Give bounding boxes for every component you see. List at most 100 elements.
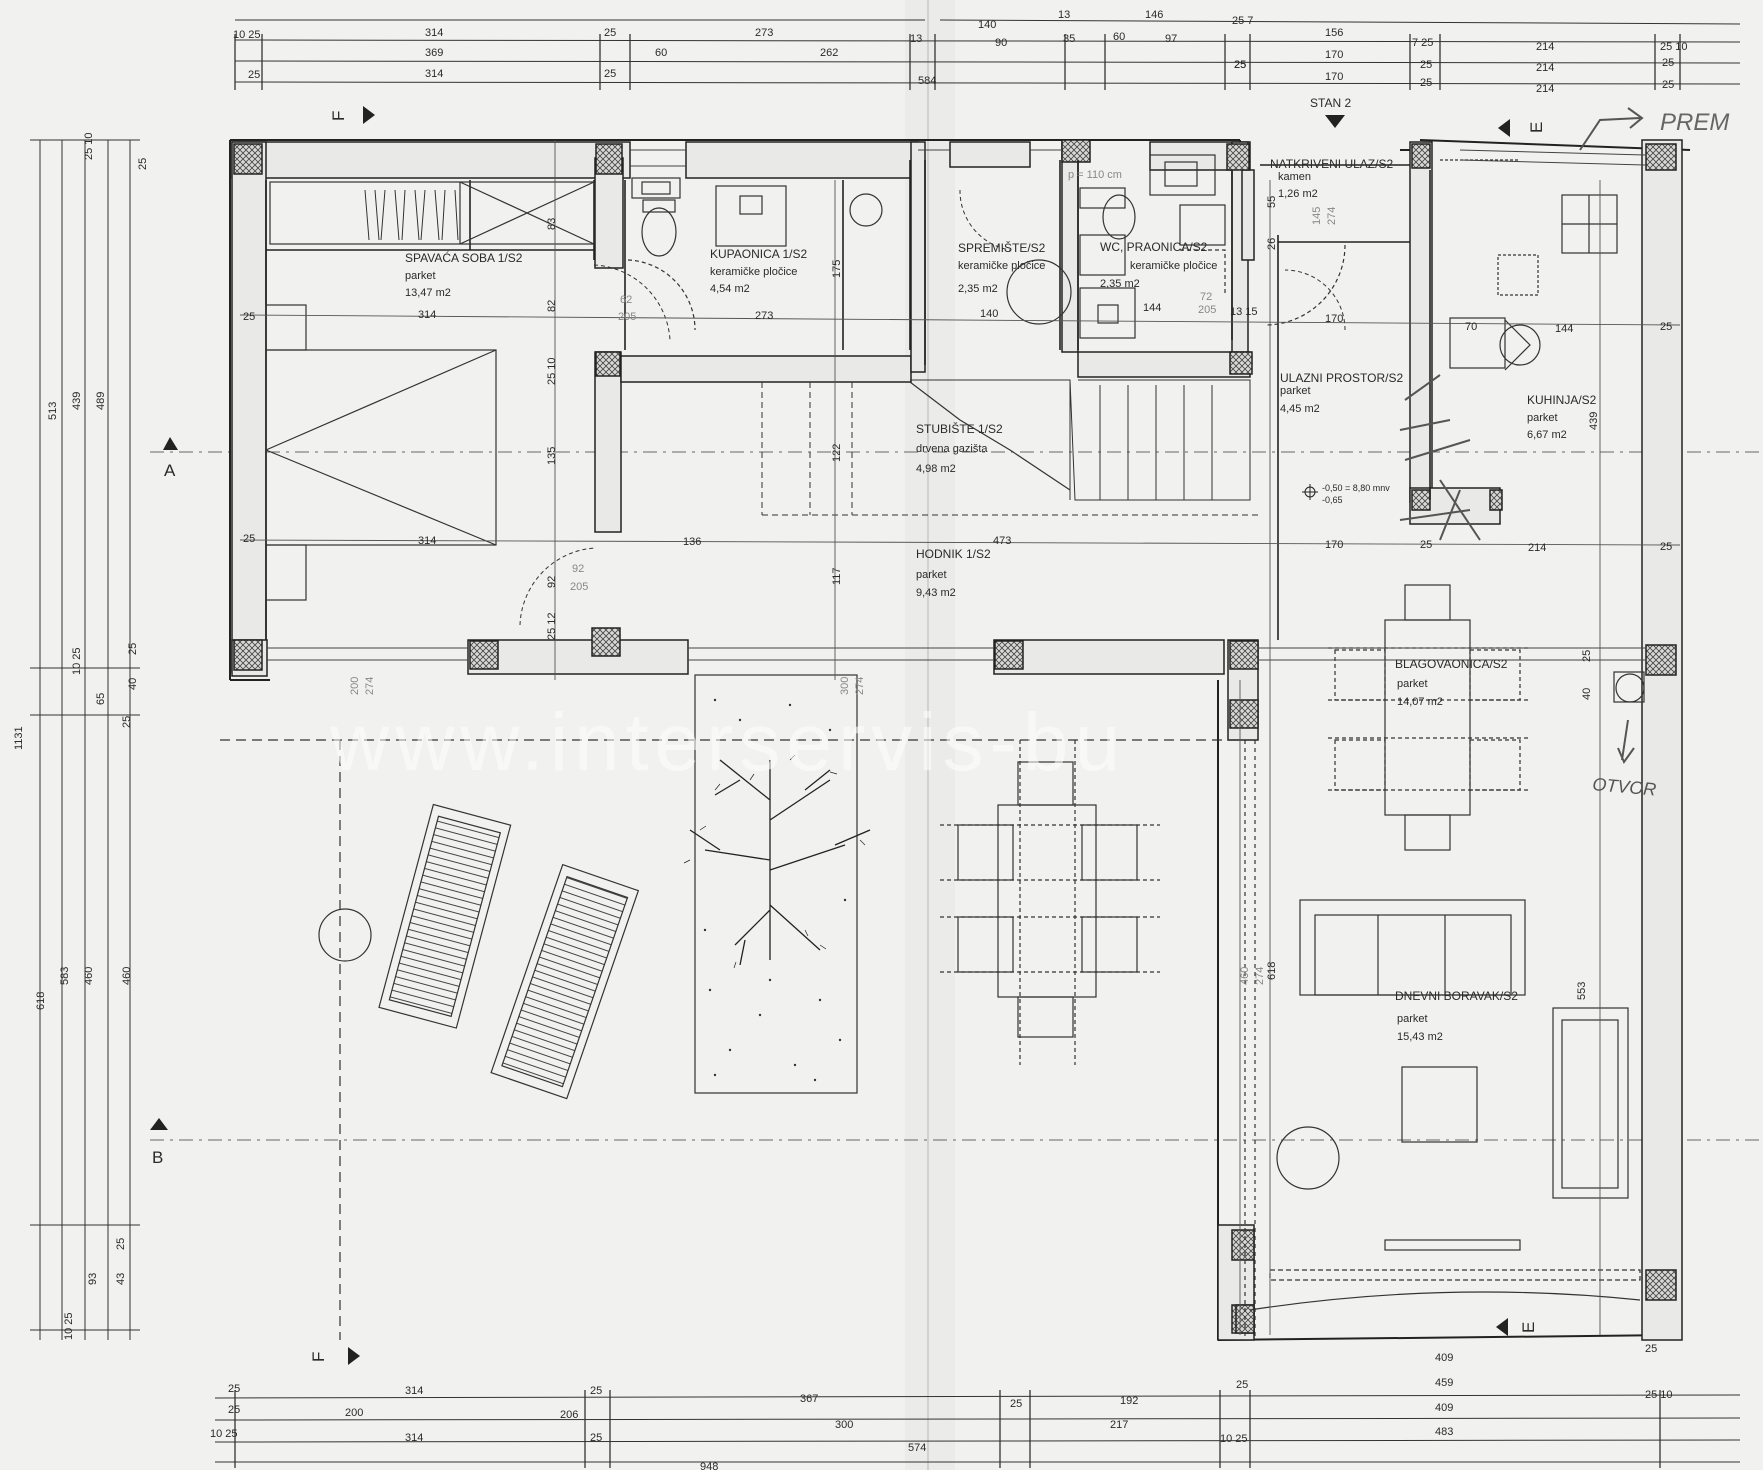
room-name: SPAVAĆA SOBA 1/S2 <box>405 250 523 265</box>
dim-inner-42: 439 <box>1588 412 1600 430</box>
room-floor: parket <box>1527 412 1558 424</box>
gravel-dots <box>703 698 847 1082</box>
dim-inner-27: 26 <box>1266 238 1278 250</box>
dim-inner-47: 25 <box>1660 541 1672 553</box>
dim-left-2: 618 <box>35 992 47 1010</box>
dim-inner-23: 72 <box>1200 291 1212 303</box>
dim-top-2-3: 90 <box>995 37 1007 49</box>
dim-inner-31: 205 <box>570 581 588 593</box>
room-floor: parket <box>1397 1013 1428 1025</box>
dim-bot-3-0: 10 25 <box>210 1428 238 1440</box>
room-floor: kamen <box>1278 171 1311 183</box>
room-name: DNEVNI BORAVAK/S2 <box>1395 989 1518 1003</box>
level-note-1: -0,50 = 8,80 mnv <box>1322 483 1390 493</box>
section-markers: A B F F E E STAN 2 <box>150 96 1760 1365</box>
dim-inner-9: 117 <box>831 567 843 585</box>
room-floor: keramičke pločice <box>710 266 797 278</box>
dim-bot-1-0: 25 <box>228 1383 240 1395</box>
room-living: DNEVNI BORAVAK/S2 parket 15,43 m2 <box>1395 989 1518 1043</box>
dim-top-1-10: 7 25 <box>1412 37 1433 49</box>
dim-top-1-3: 273 <box>755 27 773 39</box>
room-name: KUPAONICA 1/S2 <box>710 247 807 261</box>
section-f-label-top: F <box>329 111 348 121</box>
dim-inner-12: 273 <box>755 310 773 322</box>
dim-inner-38: 618 <box>1266 962 1278 980</box>
dim-bot-3-1: 314 <box>405 1432 423 1444</box>
inner-dimension-lines <box>239 140 1681 1335</box>
room-area: 4,98 m2 <box>916 463 956 475</box>
room-area: 4,54 m2 <box>710 283 750 295</box>
room-floor: parket <box>1397 678 1428 690</box>
room-floor: parket <box>1280 385 1311 397</box>
section-a-label: A <box>164 461 176 480</box>
dining-set <box>1328 584 1528 851</box>
dim-top-3-5: 170 <box>1325 71 1343 83</box>
dim-left-18: 460 <box>121 967 133 985</box>
dim-left-7: 25 10 <box>83 132 95 160</box>
dim-left-17: 10 25 <box>63 1312 75 1340</box>
level-note-2: -0,65 <box>1322 495 1343 505</box>
room-name: SPREMIŠTE/S2 <box>958 240 1046 255</box>
left-dimension-labels: 1131 513 618 439 489 583 460 25 10 25 10… <box>13 132 149 1340</box>
room-name: STUBIŠTE 1/S2 <box>916 421 1003 436</box>
dim-left-4: 489 <box>95 392 107 410</box>
dim-top-2-1: 60 <box>655 47 667 59</box>
outdoor-elements <box>220 674 1256 1340</box>
dim-top-2-8: 170 <box>1325 49 1343 61</box>
dim-inner-44: 25 <box>1420 539 1432 551</box>
dim-bot-3-5: 409 <box>1435 1402 1453 1414</box>
dim-bot-4-0: 483 <box>1435 1426 1453 1438</box>
dim-inner-39: 553 <box>1576 982 1588 1000</box>
dim-inner-26: 55 <box>1266 196 1278 208</box>
dim-inner-10: 25 <box>243 533 255 545</box>
dim-inner-33: 274 <box>364 677 376 695</box>
wardrobe <box>269 181 595 245</box>
dim-left-14: 93 <box>87 1273 99 1285</box>
dim-left-9: 10 25 <box>71 647 83 675</box>
dim-inner-36: 460 <box>1239 967 1251 985</box>
top-dimension-labels: 10 25 314 25 273 13 140 13 146 25 7 156 … <box>233 9 1688 95</box>
room-name: WC, PRAONICA/S2 <box>1100 240 1208 254</box>
left-dimensions <box>30 139 140 1340</box>
dim-bot-2-5: 459 <box>1435 1377 1453 1389</box>
room-entrance-hall: ULAZNI PROSTOR/S2 parket 4,45 m2 <box>1280 371 1403 415</box>
dim-inner-24: 205 <box>1198 304 1216 316</box>
dim-inner-22: 144 <box>1143 302 1161 314</box>
dim-top-2-2: 262 <box>820 47 838 59</box>
inner-dimension-labels: 25 83 82 25 10 135 92 25 12 175 122 117 … <box>243 196 1672 1000</box>
door-swings <box>519 189 1346 626</box>
dim-top-1-7: 146 <box>1145 9 1163 21</box>
dim-left-12: 40 <box>127 678 139 690</box>
hatched-columns <box>233 139 1677 1334</box>
bed <box>265 304 497 601</box>
dim-inner-25: 13 15 <box>1230 306 1258 318</box>
room-name: ULAZNI PROSTOR/S2 <box>1280 371 1403 385</box>
room-labels: SPAVAĆA SOBA 1/S2 parket 13,47 m2 KUPAON… <box>405 157 1597 1043</box>
dim-bot-1-8: 25 <box>1645 1343 1657 1355</box>
handwritten-otvor: OTVOR <box>1592 774 1658 800</box>
dim-top-1-11: 214 <box>1536 41 1554 53</box>
handwritten-prem: PREM <box>1660 109 1729 136</box>
dim-inner-1: 83 <box>546 218 558 230</box>
dim-top-1-0: 10 25 <box>233 29 261 41</box>
dim-inner-4: 135 <box>546 447 558 465</box>
dim-inner-37: 274 <box>1254 967 1266 985</box>
level-marker: -0,50 = 8,80 mnv -0,65 <box>1302 483 1390 505</box>
dim-inner-8: 122 <box>831 444 843 462</box>
dim-bot-2-3: 300 <box>835 1419 853 1431</box>
dim-bot-1-1: 314 <box>405 1385 423 1397</box>
windows <box>267 149 1646 661</box>
room-name: BLAGOVAONICA/S2 <box>1395 657 1508 671</box>
dim-inner-46: 25 <box>1660 321 1672 333</box>
partitions <box>265 160 1431 640</box>
dim-top-2-11: 25 <box>1662 79 1674 91</box>
room-floor: drvena gazišta <box>916 443 988 455</box>
dim-bot-2-1: 200 <box>345 1407 363 1419</box>
room-area: 9,43 m2 <box>916 587 956 599</box>
room-floor: parket <box>916 569 947 581</box>
dim-left-16: 25 <box>115 1238 127 1250</box>
dim-left-13: 25 <box>121 716 133 728</box>
dim-top-3-7: 214 <box>1536 83 1554 95</box>
dim-top-3-2: 25 <box>604 68 616 80</box>
dim-inner-2: 82 <box>546 300 558 312</box>
